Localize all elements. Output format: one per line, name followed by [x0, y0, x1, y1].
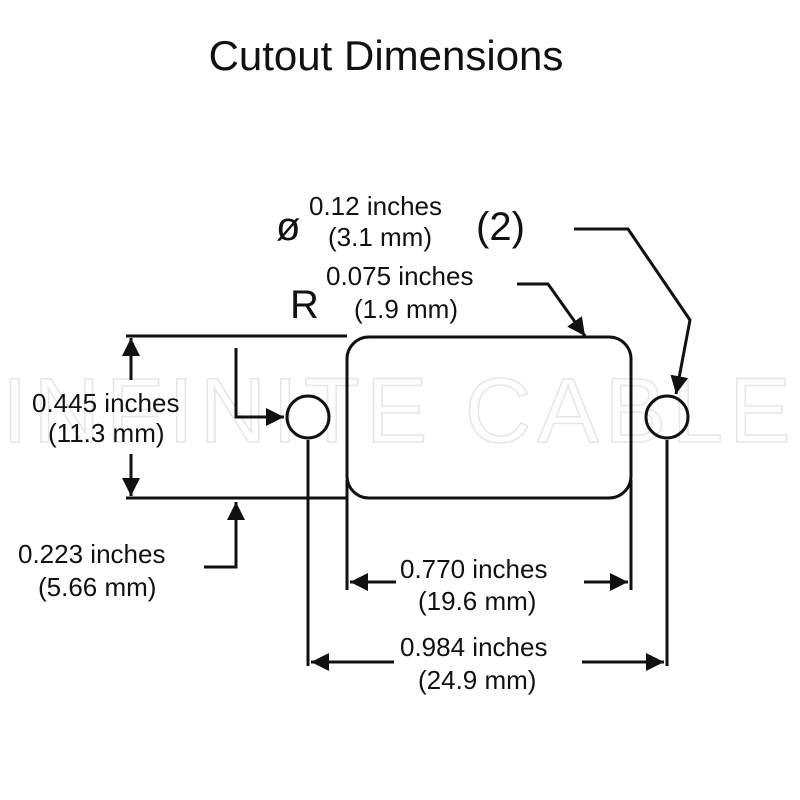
cutout-width-mm-label: (19.6 mm)	[418, 586, 536, 616]
diameter-inches-label: 0.12 inches	[309, 191, 442, 221]
mounting-hole-left	[285, 394, 331, 440]
hole-offset-inches-label: 0.223 inches	[18, 539, 165, 569]
mounting-hole-right	[644, 394, 690, 440]
radius-symbol: R	[290, 283, 319, 327]
radius-inches-label: 0.075 inches	[326, 261, 473, 291]
cutout-rectangle	[345, 335, 633, 500]
radius-leader	[517, 282, 587, 337]
hole-offset-mm-label: (5.66 mm)	[38, 572, 156, 602]
page-title: Cutout Dimensions	[208, 32, 564, 79]
hole-offset-leader-bottom	[204, 502, 245, 569]
height-mm-label: (11.3 mm)	[48, 418, 165, 448]
height-inches-label: 0.445 inches	[32, 388, 179, 418]
cutout-width-inches-label: 0.770 inches	[400, 554, 547, 584]
hole-spacing-inches-label: 0.984 inches	[400, 632, 547, 662]
radius-mm-label: (1.9 mm)	[354, 294, 458, 324]
hole-spacing-mm-label: (24.9 mm)	[418, 665, 536, 695]
hole-count-label: (2)	[476, 205, 525, 249]
hole-offset-leader-top	[234, 348, 284, 426]
diameter-leader	[574, 227, 692, 395]
diameter-mm-label: (3.1 mm)	[328, 222, 432, 252]
diameter-symbol: ø	[276, 205, 300, 249]
